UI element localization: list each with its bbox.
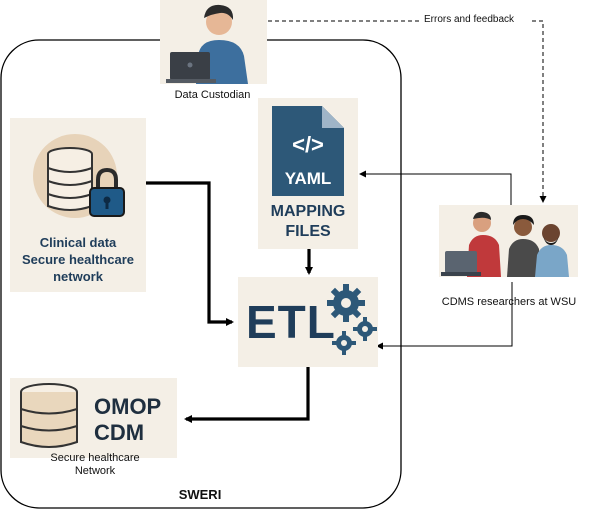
mapping-files-card: </> YAML MAPPING FILES	[258, 98, 358, 249]
arrow-etl-to-omop	[184, 367, 310, 423]
etl-label: ETL	[246, 296, 336, 348]
clinical-data-line1: Clinical data	[39, 235, 117, 250]
yaml-badge-text: YAML	[285, 169, 332, 188]
omop-caption-line2: Network	[74, 465, 116, 477]
omop-caption-line1: Secure healthcare	[50, 452, 140, 464]
clinical-data-line3: network	[53, 269, 103, 284]
arrow-researchers-to-mapping	[359, 170, 512, 205]
cdms-researchers-card	[439, 205, 578, 277]
database-icon	[20, 383, 78, 448]
etl-card: ETL	[238, 277, 378, 367]
arrow-feedback-dashed	[268, 20, 543, 202]
gears-icon	[327, 284, 377, 355]
research-team-icon	[441, 211, 569, 277]
cdms-researchers-label: CDMS researchers at WSU	[441, 296, 577, 308]
person-laptop-icon	[166, 4, 248, 84]
sweri-label: SWERI	[178, 487, 222, 502]
omop-line2: CDM	[94, 420, 145, 445]
mapping-files-line1: MAPPING	[270, 203, 346, 220]
arrow-clinical-to-etl	[146, 181, 234, 326]
secure-database-icon	[33, 134, 125, 218]
clinical-data-line2: Secure healthcare	[21, 252, 134, 267]
data-custodian-card	[160, 0, 267, 84]
data-custodian-label: Data Custodian	[174, 89, 251, 101]
feedback-label: Errors and feedback	[424, 14, 515, 25]
arrow-researchers-to-etl	[376, 282, 513, 350]
mapping-files-line2: FILES	[285, 223, 331, 240]
omop-cdm-card: OMOP CDM	[10, 378, 177, 458]
clinical-data-card: Clinical data Secure healthcare network	[10, 118, 146, 292]
omop-line1: OMOP	[94, 394, 162, 419]
yaml-code-glyph: </>	[292, 132, 324, 157]
yaml-file-icon: </> YAML	[272, 106, 344, 196]
